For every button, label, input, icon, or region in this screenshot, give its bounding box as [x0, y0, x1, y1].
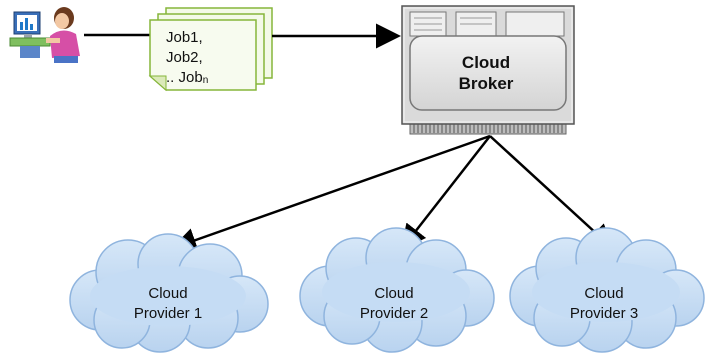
job-line-3: .. Jobn [166, 69, 208, 86]
cloud-provider-2: Cloud Provider 2 [299, 227, 495, 353]
provider-1-line-1: Cloud [148, 285, 187, 302]
broker-label-line-2: Broker [459, 74, 514, 93]
job-line-3-prefix: .. Job [166, 69, 203, 86]
cloud-provider-1: Cloud Provider 1 [69, 233, 269, 353]
provider-3-line-1: Cloud [584, 285, 623, 302]
job-line-3-subscript: n [203, 75, 209, 86]
cloud-provider-3: Cloud Provider 3 [509, 227, 705, 353]
provider-2-line-2: Provider 2 [360, 305, 428, 322]
stacked-documents-icon: Job1, Job2, .. Jobn [148, 7, 273, 92]
job-line-2: Job2, [166, 49, 203, 66]
user-at-computer-icon [9, 7, 80, 63]
job-line-1: Job1, [166, 29, 203, 46]
server-rack-icon: Cloud Broker [401, 5, 575, 135]
arrow-broker-to-provider-2 [400, 135, 491, 250]
provider-1-line-2: Provider 1 [134, 305, 202, 322]
arrow-broker-to-provider-1 [171, 134, 491, 253]
arrow-broker-to-provider-3 [489, 135, 614, 250]
provider-2-line-1: Cloud [374, 285, 413, 302]
provider-3-line-2: Provider 3 [570, 305, 638, 322]
broker-label-line-1: Cloud [462, 53, 510, 72]
